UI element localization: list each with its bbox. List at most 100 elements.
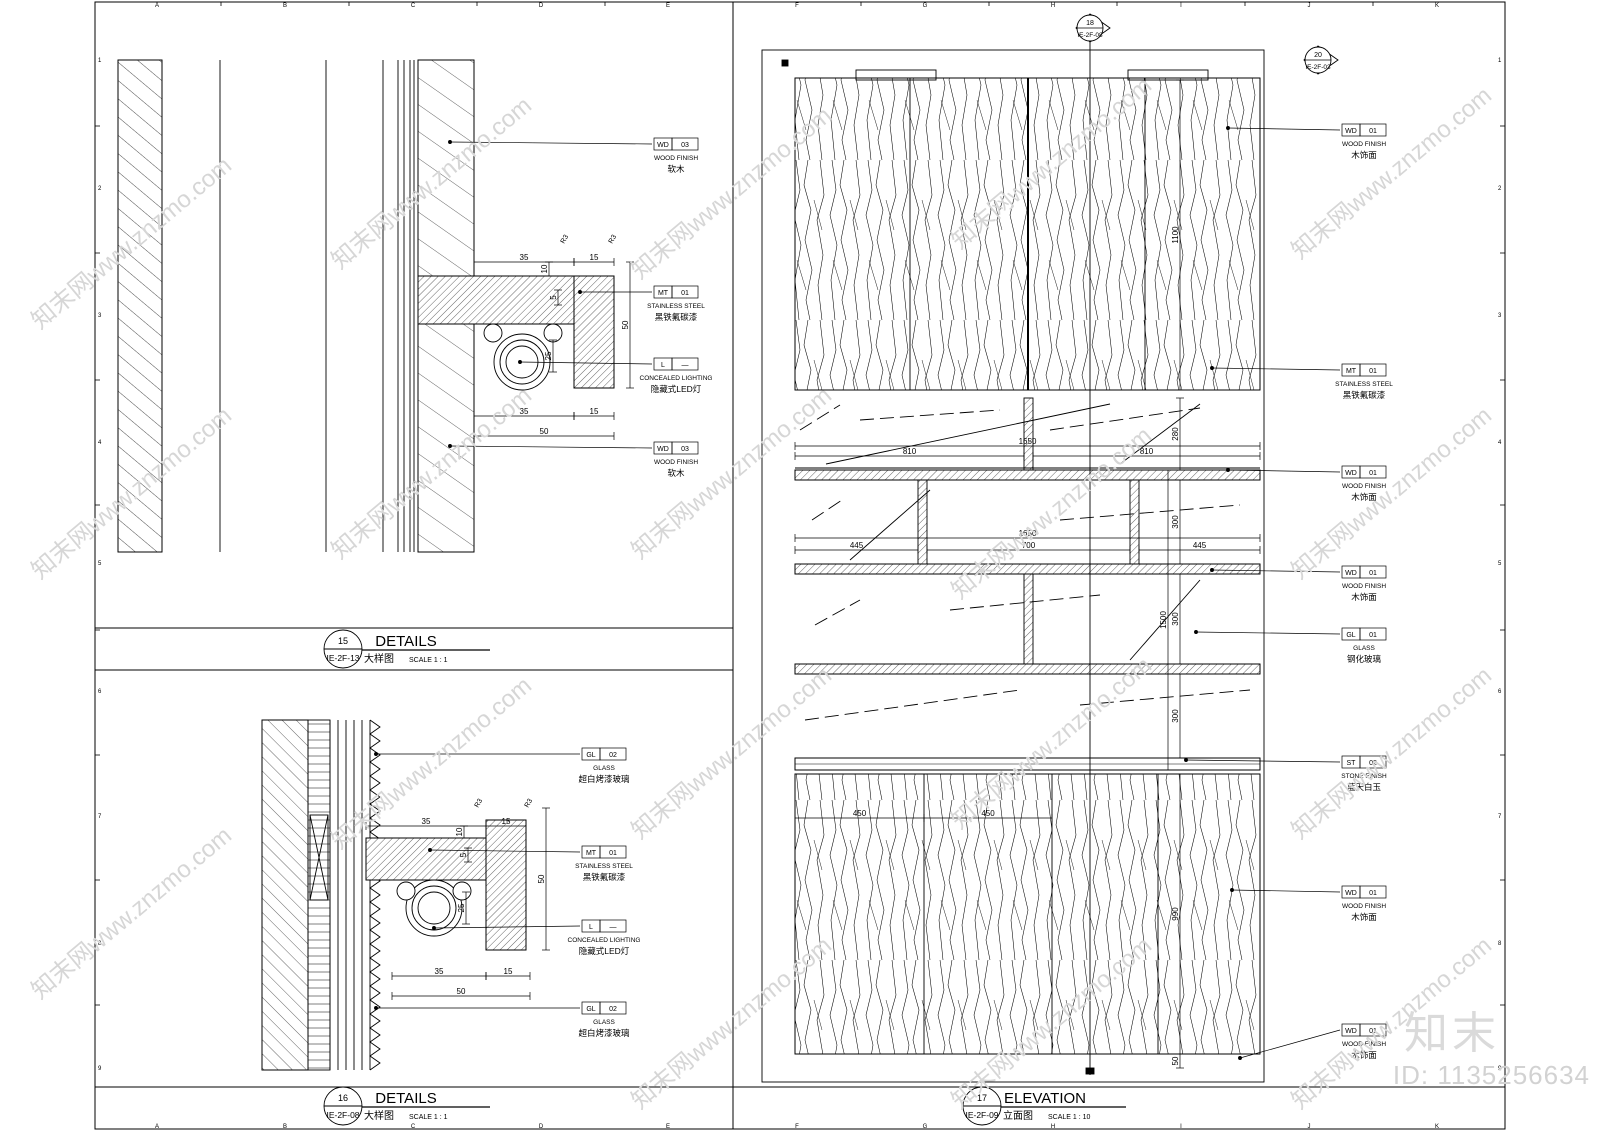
tag-17-7-cn: 木饰面 <box>1351 1050 1377 1060</box>
dim-17-50: 50 <box>1171 1056 1180 1065</box>
dim-16-25: 25 <box>457 903 466 912</box>
callout-18-ref: IE-2F-08 <box>1077 32 1103 39</box>
grid-col-label: C <box>411 1124 416 1130</box>
tag-17-6-en: WOOD FINISH <box>1342 903 1386 910</box>
material-leaders <box>374 126 1341 1060</box>
tag-17-3-leader <box>1211 569 1341 573</box>
grid-col-label: K <box>1435 3 1439 9</box>
tag-16-led-cn: 隐藏式LED灯 <box>579 946 630 956</box>
dim-15-10: 10 <box>540 264 549 273</box>
tag-15-wd03-bot-num-box <box>671 441 699 455</box>
tag-17-4-en: GLASS <box>1353 645 1375 652</box>
tag-16-mt01-leader <box>429 849 581 853</box>
tag-16-mt01-en: STAINLESS STEEL <box>575 863 633 870</box>
grid-col-label: B <box>283 1124 287 1130</box>
tag-16-gl02-top-num: 02 <box>609 752 617 759</box>
detail-15 <box>117 59 615 553</box>
tag-17-5-cn: 蓝天白玉 <box>1347 782 1382 792</box>
dim-17-700: 700 <box>1022 541 1036 550</box>
tag-17-5-leader <box>1185 759 1341 763</box>
dim-17-1650-mid: 1650 <box>1019 529 1037 538</box>
tag-15-led-dot <box>518 360 522 364</box>
watermark-text: 知末网www.znzmo.com <box>947 422 1157 605</box>
grid-col-label: D <box>539 1124 544 1130</box>
tag-16-gl02-top-cn: 超白烤漆玻璃 <box>578 774 630 784</box>
dim-15-50: 50 <box>621 320 630 329</box>
dim-17-300-a: 300 <box>1171 515 1180 529</box>
dim-17-445-left: 445 <box>850 541 864 550</box>
tag-16-gl02-top-dot <box>374 752 378 756</box>
tag-17-0-code: WD <box>1345 128 1357 135</box>
grid-row-label: 3 <box>98 313 102 319</box>
grid-col-label: H <box>1051 3 1055 9</box>
grid-ticks <box>95 2 1505 1006</box>
tag-15-wd03-bot-num: 03 <box>681 446 689 453</box>
grid-row-label: 1 <box>1498 58 1502 64</box>
callout-20-number: 20 <box>1314 52 1322 59</box>
grid-row-label: 2 <box>1498 186 1502 192</box>
tag-17-4-num: 01 <box>1369 632 1377 639</box>
dim-16-35-bot: 35 <box>435 967 444 976</box>
grid-row-label: 8 <box>98 941 102 947</box>
tag-15-wd03-top-leader <box>449 141 653 145</box>
dim-17-300-b: 300 <box>1171 612 1180 626</box>
dimension-lines <box>365 79 1261 1069</box>
grid-row-label: 9 <box>98 1066 102 1072</box>
title-17-scale: SCALE 1 : 10 <box>1048 1114 1091 1121</box>
grid-row-label: 8 <box>1498 941 1502 947</box>
tag-17-3-num: 01 <box>1369 570 1377 577</box>
dim-16-50: 50 <box>537 874 546 883</box>
tag-17-2-code: WD <box>1345 470 1357 477</box>
dim-16-r3: R3 <box>474 798 485 809</box>
title-16-number: 16 <box>338 1093 348 1103</box>
grid-col-label: B <box>283 3 287 9</box>
grid-row-label: 5 <box>1498 561 1502 567</box>
tag-15-mt01-num-box <box>671 285 699 299</box>
tag-17-7-en: WOOD FINISH <box>1342 1041 1386 1048</box>
dim-15-r3: R3 <box>608 234 619 245</box>
grid-row-label: 2 <box>98 186 102 192</box>
title-17-title: ELEVATION <box>1004 1090 1086 1107</box>
grid-row-label: 4 <box>1498 440 1502 446</box>
tag-17-1-cn: 黑铁氟碳漆 <box>1343 390 1386 400</box>
callout-20-ref: IE-2F-03 <box>1305 64 1331 71</box>
tag-16-led-num-box <box>599 919 627 933</box>
tag-15-mt01-num: 01 <box>681 290 689 297</box>
tag-16-led-en: CONCEALED LIGHTING <box>568 937 641 944</box>
tag-17-0-cn: 木饰面 <box>1351 150 1377 160</box>
tag-15-led-code: L <box>661 362 665 369</box>
tag-15-wd03-bot-leader <box>449 445 653 449</box>
tag-17-0-num: 01 <box>1369 128 1377 135</box>
tag-16-led-leader <box>433 925 581 929</box>
tag-16-gl02-bot-num-box <box>599 1001 627 1015</box>
dim-17-300-c: 300 <box>1171 709 1180 723</box>
grid-col-label: K <box>1435 1124 1439 1130</box>
dim-17-445-right: 445 <box>1193 541 1207 550</box>
title-15-subtitle: 大样图 <box>364 652 394 665</box>
title-17-subtitle: 立面图 <box>1003 1109 1033 1122</box>
tag-15-mt01-en: STAINLESS STEEL <box>647 303 705 310</box>
tag-17-6-cn: 木饰面 <box>1351 912 1377 922</box>
tag-15-led-num: — <box>682 362 689 369</box>
grid-col-label: A <box>155 1124 159 1130</box>
dim-17-1100: 1100 <box>1171 226 1180 244</box>
tag-16-led-code: L <box>589 924 593 931</box>
title-15-title: DETAILS <box>375 633 436 650</box>
tag-17-5-code: ST <box>1347 760 1357 767</box>
tag-17-3-cn: 木饰面 <box>1351 592 1377 602</box>
grid-col-label: G <box>923 1124 928 1130</box>
title-16-scale: SCALE 1 : 1 <box>409 1114 448 1121</box>
tag-15-led-en: CONCEALED LIGHTING <box>640 375 713 382</box>
dim-15-r3: R3 <box>560 234 571 245</box>
dim-16-35-top: 35 <box>422 817 431 826</box>
tag-17-3-num-box <box>1359 565 1387 579</box>
watermark-text: 知末网www.znzmo.com <box>27 822 237 1005</box>
title-15-scale: SCALE 1 : 1 <box>409 657 448 664</box>
tag-17-7-dot <box>1238 1056 1242 1060</box>
callout-18-number: 18 <box>1086 20 1094 27</box>
dim-17-1650-top: 1650 <box>1019 437 1037 446</box>
tag-15-wd03-top-dot <box>448 140 452 144</box>
tag-16-gl02-bot-cn: 超白烤漆玻璃 <box>578 1028 630 1038</box>
